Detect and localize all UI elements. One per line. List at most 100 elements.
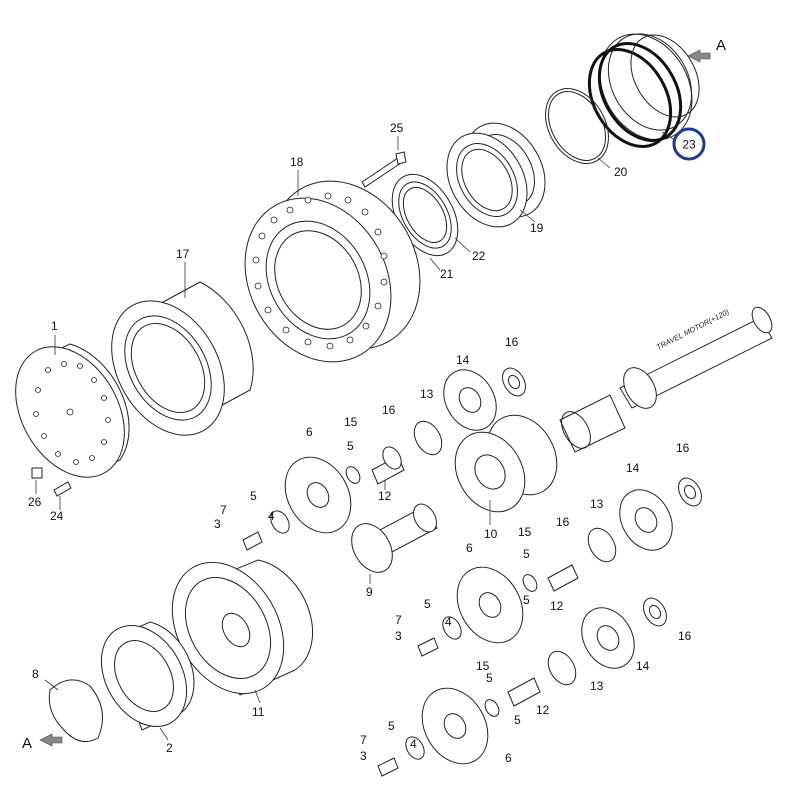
part-label: 7 xyxy=(220,503,227,517)
part-label: 5 xyxy=(486,671,493,685)
part-label: 5 xyxy=(424,597,431,611)
part-label: 14 xyxy=(636,659,650,673)
part-label: 18 xyxy=(290,155,304,169)
part-label: 5 xyxy=(514,713,521,727)
pin-3-c xyxy=(377,757,399,777)
pin-12-b xyxy=(547,564,579,592)
washer-5-a xyxy=(345,466,361,484)
bearing-4-b xyxy=(442,616,462,640)
travel-motor-shaft xyxy=(559,306,773,453)
pin-12-c xyxy=(507,677,541,707)
part-label: 3 xyxy=(395,629,402,643)
washer-16-a xyxy=(502,367,526,397)
svg-text:A: A xyxy=(22,735,32,752)
part-label: 6 xyxy=(466,541,473,555)
part-label: 1 xyxy=(51,319,58,333)
plug-26 xyxy=(31,467,43,479)
carrier-11 xyxy=(171,559,314,696)
part-label: 16 xyxy=(382,403,396,417)
sun-shaft-9 xyxy=(351,503,438,573)
part-label: 16 xyxy=(556,515,570,529)
part-label: 12 xyxy=(378,489,392,503)
needle-bearing-13-c xyxy=(547,650,577,686)
part-label: 14 xyxy=(626,461,640,475)
part-label: 22 xyxy=(472,249,486,263)
needle-bearing-13-b xyxy=(587,527,617,563)
part-label: 15 xyxy=(518,525,532,539)
pin-3-b xyxy=(417,637,439,657)
part-label: 16 xyxy=(676,441,690,455)
part-label: 26 xyxy=(28,495,42,509)
part-label: 6 xyxy=(306,425,313,439)
view-arrow-top: A xyxy=(687,37,726,63)
gear-14-a xyxy=(443,369,497,431)
svg-text:A: A xyxy=(716,37,726,54)
part-label: 9 xyxy=(366,585,373,599)
part-label: 14 xyxy=(456,353,470,367)
part-label: 17 xyxy=(176,247,190,261)
washer-5-c xyxy=(484,699,500,717)
part-label: 19 xyxy=(530,221,544,235)
part-label: 5 xyxy=(523,547,530,561)
part-label: 15 xyxy=(476,659,490,673)
part-label: 6 xyxy=(505,751,512,765)
part-label: 7 xyxy=(360,733,367,747)
part-label: 11 xyxy=(252,705,265,719)
bearing-4-c xyxy=(405,736,425,760)
part-label: 5 xyxy=(388,719,395,733)
highlight-part-23[interactable]: 23 xyxy=(672,127,706,161)
part-labels: 1 2 3 3 3 4 4 4 5 5 5 5 5 5 5 5 6 6 6 7 … xyxy=(28,121,692,765)
part-label: 13 xyxy=(590,497,604,511)
coupling-2 xyxy=(100,621,195,731)
part-label: 4 xyxy=(410,737,417,751)
plug-24 xyxy=(53,481,72,497)
cover-8 xyxy=(48,679,103,743)
planet-gear-6-b xyxy=(456,566,524,644)
part-label: 25 xyxy=(390,121,404,135)
part-label: 3 xyxy=(214,517,221,531)
part-label: 21 xyxy=(440,267,454,281)
bearing-4-a xyxy=(270,510,290,534)
ring-gear-17 xyxy=(111,281,254,436)
leader-lines xyxy=(35,131,676,741)
part-label: 5 xyxy=(347,439,354,453)
part-label: 10 xyxy=(484,527,498,541)
pin-12-a xyxy=(371,446,405,485)
planet-gear-6-a xyxy=(284,456,352,534)
svg-text:23: 23 xyxy=(682,138,696,152)
seal-assembly-23 xyxy=(587,33,700,148)
part-label: 20 xyxy=(614,165,628,179)
part-label: 13 xyxy=(420,387,434,401)
washer-5-b xyxy=(522,574,538,592)
cover-1 xyxy=(15,343,130,478)
needle-bearing-13-a xyxy=(413,420,443,456)
part-label: 24 xyxy=(50,509,64,523)
o-ring-20 xyxy=(545,88,609,164)
part-label: 16 xyxy=(505,335,519,349)
washer-16-b xyxy=(678,477,702,507)
part-label: 5 xyxy=(523,593,530,607)
part-label: 12 xyxy=(536,703,550,717)
pin-3-a xyxy=(242,531,263,551)
hub-18 xyxy=(244,180,421,363)
part-label: 13 xyxy=(590,679,604,693)
bearing-19 xyxy=(446,122,546,228)
part-label: 3 xyxy=(360,749,367,763)
part-label: 8 xyxy=(32,667,39,681)
sun-gear-10 xyxy=(454,414,558,513)
gear-14-c xyxy=(581,607,635,669)
washer-16-c xyxy=(643,597,667,627)
part-label: 4 xyxy=(445,615,452,629)
bolt-25 xyxy=(361,151,407,188)
part-label: 7 xyxy=(395,613,402,627)
part-label: 15 xyxy=(344,415,358,429)
planet-gear-6-c xyxy=(421,687,489,765)
view-arrow-bottom: A xyxy=(22,733,63,752)
part-label: 16 xyxy=(678,629,692,643)
part-label: 12 xyxy=(550,599,564,613)
gear-14-b xyxy=(619,489,673,551)
part-label: 5 xyxy=(250,489,257,503)
part-label: 4 xyxy=(268,509,275,523)
part-label: 2 xyxy=(166,741,173,755)
